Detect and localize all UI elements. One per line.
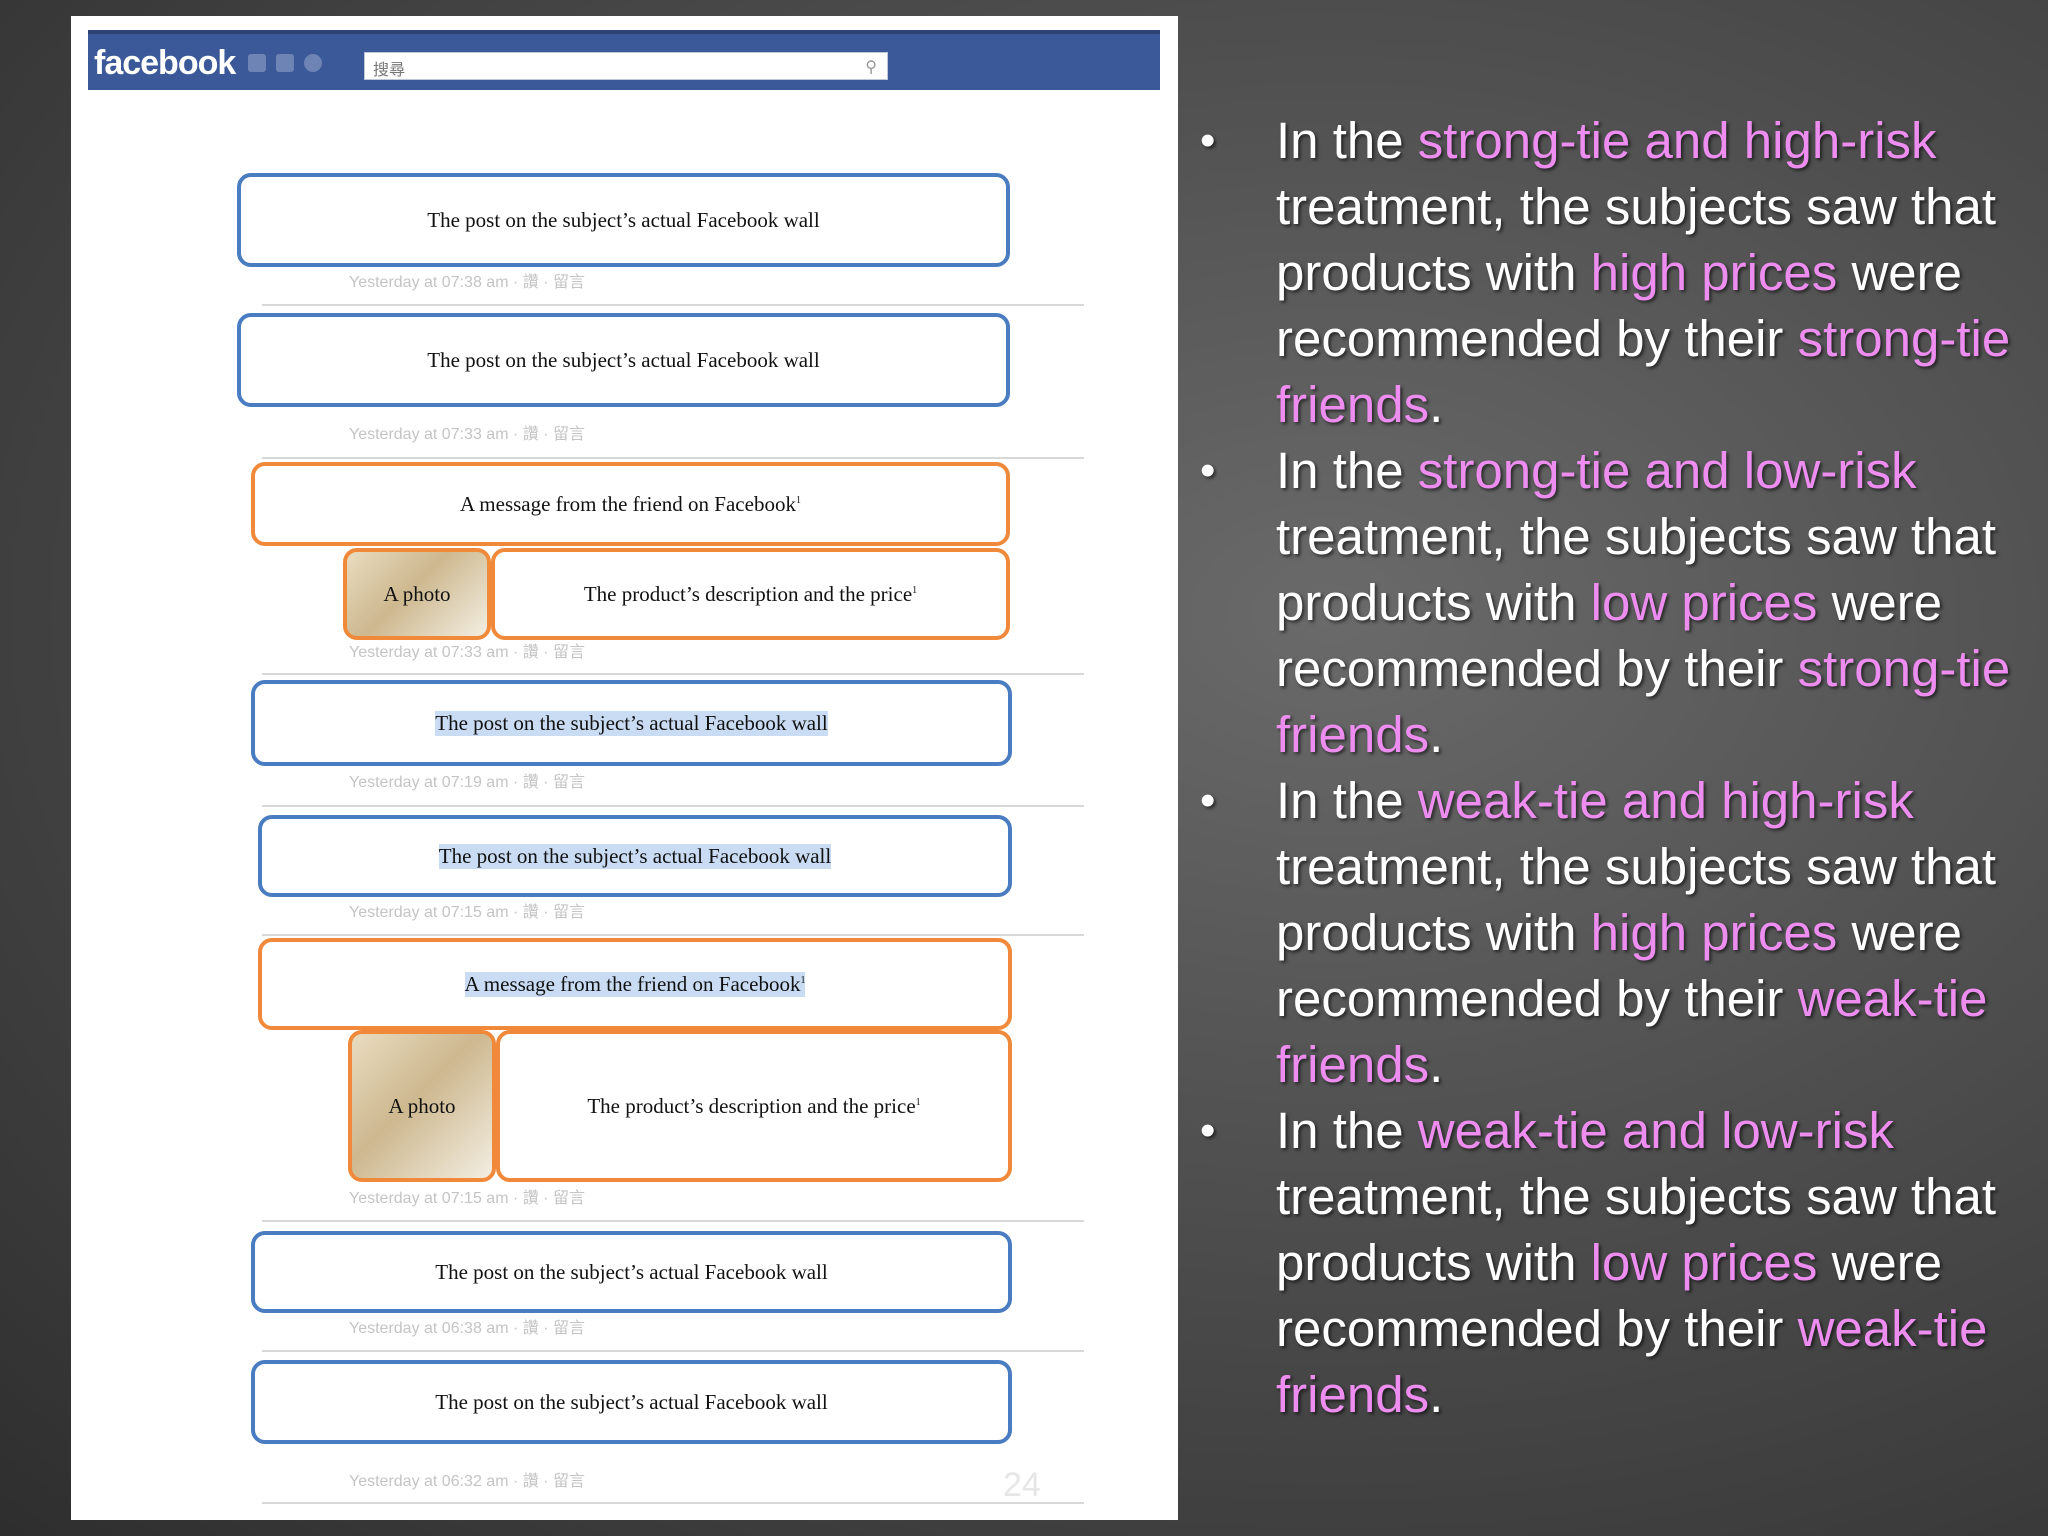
photo-label: A photo bbox=[388, 1093, 456, 1118]
post-divider bbox=[262, 1502, 1084, 1504]
post-divider bbox=[262, 805, 1084, 807]
notifications-icon[interactable] bbox=[304, 54, 322, 72]
wall-post-box: The post on the subject’s actual Faceboo… bbox=[258, 815, 1012, 897]
friend-message-box: A message from the friend on Facebook1 bbox=[251, 462, 1010, 546]
product-description-box: The product’s description and the price1 bbox=[491, 548, 1010, 640]
post-timestamp: Yesterday at 07:15 am · 讚 · 留言 bbox=[349, 904, 585, 921]
bullet-dot: • bbox=[1200, 446, 1216, 495]
wall-post-label: The post on the subject’s actual Faceboo… bbox=[435, 710, 828, 736]
wall-post-label: The post on the subject’s actual Faceboo… bbox=[438, 843, 832, 869]
post-timestamp: Yesterday at 07:38 am · 讚 · 留言 bbox=[349, 274, 585, 291]
post-timestamp: Yesterday at 07:33 am · 讚 · 留言 bbox=[349, 426, 585, 443]
search-placeholder: 搜尋 bbox=[373, 62, 406, 79]
post-timestamp: Yesterday at 06:32 am · 讚 · 留言 bbox=[349, 1473, 585, 1490]
bullet-dot: • bbox=[1200, 1106, 1216, 1155]
bullet-item: • In the weak-tie and high-risk treatmen… bbox=[1200, 768, 2040, 1098]
bullet-dot: • bbox=[1200, 776, 1216, 825]
bullet-item: • In the strong-tie and high-risk treatm… bbox=[1200, 108, 2040, 438]
messages-icon[interactable] bbox=[276, 54, 294, 72]
post-timestamp: Yesterday at 07:33 am · 讚 · 留言 bbox=[349, 644, 585, 661]
facebook-logo[interactable]: facebook bbox=[94, 44, 236, 82]
product-photo: A photo bbox=[343, 548, 491, 640]
post-divider bbox=[262, 934, 1084, 936]
post-divider bbox=[262, 673, 1084, 675]
friend-message-label: A message from the friend on Facebook1 bbox=[460, 491, 801, 516]
search-icon[interactable]: ⚲ bbox=[865, 59, 877, 76]
product-photo: A photo bbox=[348, 1030, 496, 1182]
treatment-bullet-list: • In the strong-tie and high-risk treatm… bbox=[1200, 108, 2040, 1428]
wall-post-box: The post on the subject’s actual Faceboo… bbox=[237, 173, 1010, 267]
post-divider bbox=[262, 457, 1084, 459]
post-divider bbox=[262, 1350, 1084, 1352]
facebook-header-bar: facebook 搜尋 ⚲ bbox=[88, 30, 1160, 90]
product-description-label: The product’s description and the price1 bbox=[587, 1093, 921, 1118]
wall-post-label: The post on the subject’s actual Faceboo… bbox=[427, 207, 820, 232]
post-timestamp: Yesterday at 06:38 am · 讚 · 留言 bbox=[349, 1320, 585, 1337]
product-description-box: The product’s description and the price1 bbox=[496, 1030, 1012, 1182]
friend-message-box: A message from the friend on Facebook1 bbox=[258, 938, 1012, 1030]
page-number: 24 bbox=[1003, 1466, 1041, 1504]
post-timestamp: Yesterday at 07:19 am · 讚 · 留言 bbox=[349, 774, 585, 791]
wall-post-box: The post on the subject’s actual Faceboo… bbox=[251, 680, 1012, 766]
wall-post-label: The post on the subject’s actual Faceboo… bbox=[435, 1389, 828, 1414]
photo-label: A photo bbox=[383, 581, 451, 606]
wall-post-box: The post on the subject’s actual Faceboo… bbox=[251, 1360, 1012, 1444]
post-divider bbox=[262, 304, 1084, 306]
friend-message-label: A message from the friend on Facebook1 bbox=[464, 971, 806, 997]
wall-post-box: The post on the subject’s actual Faceboo… bbox=[251, 1231, 1012, 1313]
bullet-item: • In the strong-tie and low-risk treatme… bbox=[1200, 438, 2040, 768]
product-description-label: The product’s description and the price1 bbox=[583, 581, 918, 606]
post-divider bbox=[262, 1220, 1084, 1222]
post-timestamp: Yesterday at 07:15 am · 讚 · 留言 bbox=[349, 1190, 585, 1207]
bullet-item: • In the weak-tie and low-risk treatment… bbox=[1200, 1098, 2040, 1428]
wall-post-label: The post on the subject’s actual Faceboo… bbox=[435, 1259, 828, 1284]
search-input[interactable]: 搜尋 ⚲ bbox=[364, 52, 888, 80]
wall-post-label: The post on the subject’s actual Faceboo… bbox=[427, 347, 820, 372]
friends-icon[interactable] bbox=[248, 54, 266, 72]
wall-post-box: The post on the subject’s actual Faceboo… bbox=[237, 313, 1010, 407]
bullet-dot: • bbox=[1200, 116, 1216, 165]
